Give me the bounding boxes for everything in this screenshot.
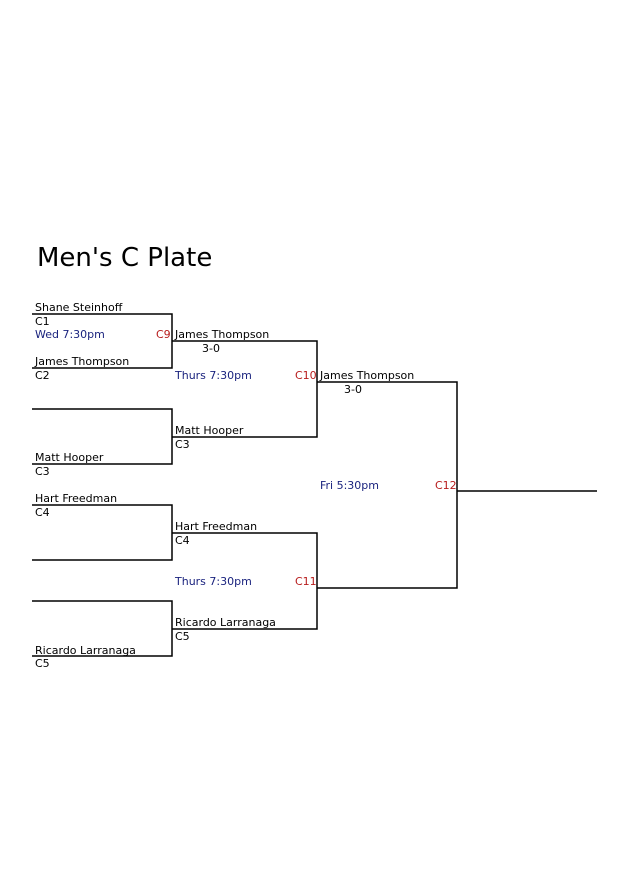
r1-m3-top-seed: C4 [35,506,50,519]
r2-s1-code: C10 [295,369,317,382]
r1-m2-bottom-name: Matt Hooper [35,451,104,464]
r2-s4-name: Ricardo Larranaga [175,616,276,629]
r1-m4-bottom-name: Ricardo Larranaga [35,644,136,657]
r1-m1-top-seed: C1 [35,315,50,328]
r1-m1-code: C9 [156,328,171,341]
r2-s2-name: Matt Hooper [175,424,244,437]
r2-s3-name: Hart Freedman [175,520,258,533]
page-title: Men's C Plate [37,243,213,273]
r2-s3-code: C11 [295,575,317,588]
r1-m1-bottom-seed: C2 [35,369,50,382]
r2-s3-seed: C4 [175,534,190,547]
r2-s1-time: Thurs 7:30pm [175,369,252,382]
r2-s1-score: 3-0 [202,342,220,355]
r3-f1-code: C12 [435,479,457,492]
r3-f1-score: 3-0 [344,383,362,396]
r3-f1-name: James Thompson [320,369,415,382]
r1-m2-bottom-seed: C3 [35,465,50,478]
bracket-line-c11 [172,532,318,630]
bracket-line-c12 [317,381,458,589]
r2-s1-name: James Thompson [175,328,270,341]
r1-m1-time: Wed 7:30pm [35,328,105,341]
r1-m1-bottom-name: James Thompson [35,355,130,368]
r1-m3-top-name: Hart Freedman [35,492,118,505]
bracket-line-c10 [172,340,318,438]
r2-s4-seed: C5 [175,630,190,643]
r1-m1-top-name: Shane Steinhoff [35,301,123,314]
r3-f1-time: Fri 5:30pm [320,479,380,492]
r1-m4-bottom-seed: C5 [35,657,50,670]
r2-s2-seed: C3 [175,438,190,451]
r2-s3-time: Thurs 7:30pm [175,575,252,588]
bracket-line-r1-m3 [32,504,173,561]
